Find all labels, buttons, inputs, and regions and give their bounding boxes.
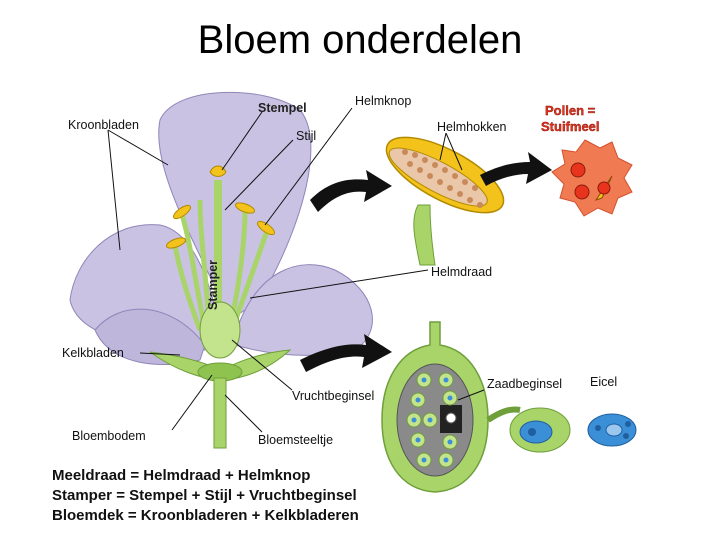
definition-bloemdek: Bloemdek = Kroonbladeren + Kelkbladeren bbox=[52, 507, 359, 524]
label-stempel: Stempel bbox=[258, 101, 307, 115]
stigma bbox=[209, 165, 227, 177]
label-pollen-line2: Stuifmeel bbox=[541, 119, 600, 134]
pollen-sac bbox=[388, 147, 488, 207]
label-pollen-line1: Pollen = bbox=[545, 103, 596, 118]
pollen-nucleus bbox=[574, 184, 590, 200]
leader-helmdraad bbox=[249, 269, 429, 299]
leader-kroonbladen bbox=[107, 129, 169, 166]
pollen-dots bbox=[402, 149, 483, 208]
label-kroonbladen: Kroonbladen bbox=[68, 118, 139, 132]
egg-dot bbox=[623, 433, 629, 439]
anther bbox=[256, 220, 276, 236]
labels: Kroonbladen Stempel Stijl Helmknop Helmh… bbox=[62, 94, 617, 447]
pollen-grain bbox=[551, 139, 633, 217]
leader-stempel bbox=[221, 111, 263, 171]
ovules bbox=[406, 372, 458, 468]
label-zaadbeginsel: Zaadbeginsel bbox=[487, 377, 562, 391]
leader-bloemsteeltje bbox=[224, 394, 263, 433]
definition-meeldraad: Meeldraad = Helmdraad + Helmknop bbox=[52, 467, 311, 484]
arrow-to-ovary-icon bbox=[300, 334, 392, 372]
ovary-detail bbox=[381, 321, 489, 493]
label-helmhokken: Helmhokken bbox=[437, 120, 507, 134]
leader-bloembodem bbox=[171, 374, 213, 431]
arrow-to-anther-icon bbox=[310, 170, 392, 212]
filament bbox=[179, 214, 208, 331]
ovule-core bbox=[528, 428, 536, 436]
definition-stamper: Stamper = Stempel + Stijl + Vruchtbegins… bbox=[52, 487, 357, 504]
label-vruchtbeginsel: Vruchtbeginsel bbox=[292, 389, 374, 403]
anther bbox=[172, 204, 192, 220]
anther-detail bbox=[385, 136, 505, 266]
filament-detail bbox=[413, 204, 436, 266]
ovary bbox=[199, 301, 241, 359]
label-helmknop: Helmknop bbox=[355, 94, 411, 108]
definitions: Meeldraad = Helmdraad + Helmknop Stamper… bbox=[52, 466, 359, 526]
leader-vruchtbeginsel bbox=[231, 339, 293, 391]
pollen-outline bbox=[551, 139, 633, 217]
egg-dot bbox=[595, 425, 601, 431]
leader-stijl bbox=[224, 139, 294, 211]
filament bbox=[172, 244, 203, 331]
anther bbox=[166, 237, 186, 249]
style bbox=[214, 180, 222, 310]
pistil bbox=[199, 165, 241, 359]
label-stijl: Stijl bbox=[296, 129, 316, 143]
leader-zaadbeginsel bbox=[457, 389, 485, 401]
label-eicel: Eicel bbox=[590, 375, 617, 389]
label-bloembodem: Bloembodem bbox=[72, 429, 146, 443]
ovule-detail bbox=[486, 406, 637, 453]
anther bbox=[235, 202, 255, 214]
leader-kelkbladen bbox=[139, 352, 181, 356]
leader-helmhokken bbox=[439, 132, 447, 161]
label-helmdraad: Helmdraad bbox=[431, 265, 492, 279]
pollen-nucleus bbox=[570, 162, 586, 178]
flower-stalk bbox=[213, 377, 227, 449]
ovule-stalk bbox=[486, 406, 521, 423]
page-title: Bloem onderdelen bbox=[197, 18, 523, 62]
sepals-and-stalk bbox=[149, 349, 292, 449]
filament bbox=[229, 227, 271, 331]
label-stamper: Stamper bbox=[206, 260, 220, 310]
leader-kroonbladen bbox=[107, 129, 121, 251]
label-kelkbladen: Kelkbladen bbox=[62, 346, 124, 360]
stamens bbox=[166, 199, 276, 331]
arrows bbox=[300, 152, 552, 372]
leader-helmknop bbox=[264, 107, 353, 226]
label-bloemsteeltje: Bloemsteeltje bbox=[258, 433, 333, 447]
pollen-nucleus bbox=[597, 181, 611, 195]
leader-helmhokken bbox=[445, 132, 463, 171]
arrow-to-pollen-icon bbox=[480, 152, 552, 186]
egg-dot bbox=[625, 421, 631, 427]
egg-nucleus bbox=[605, 423, 623, 437]
leader-lines bbox=[107, 107, 485, 433]
